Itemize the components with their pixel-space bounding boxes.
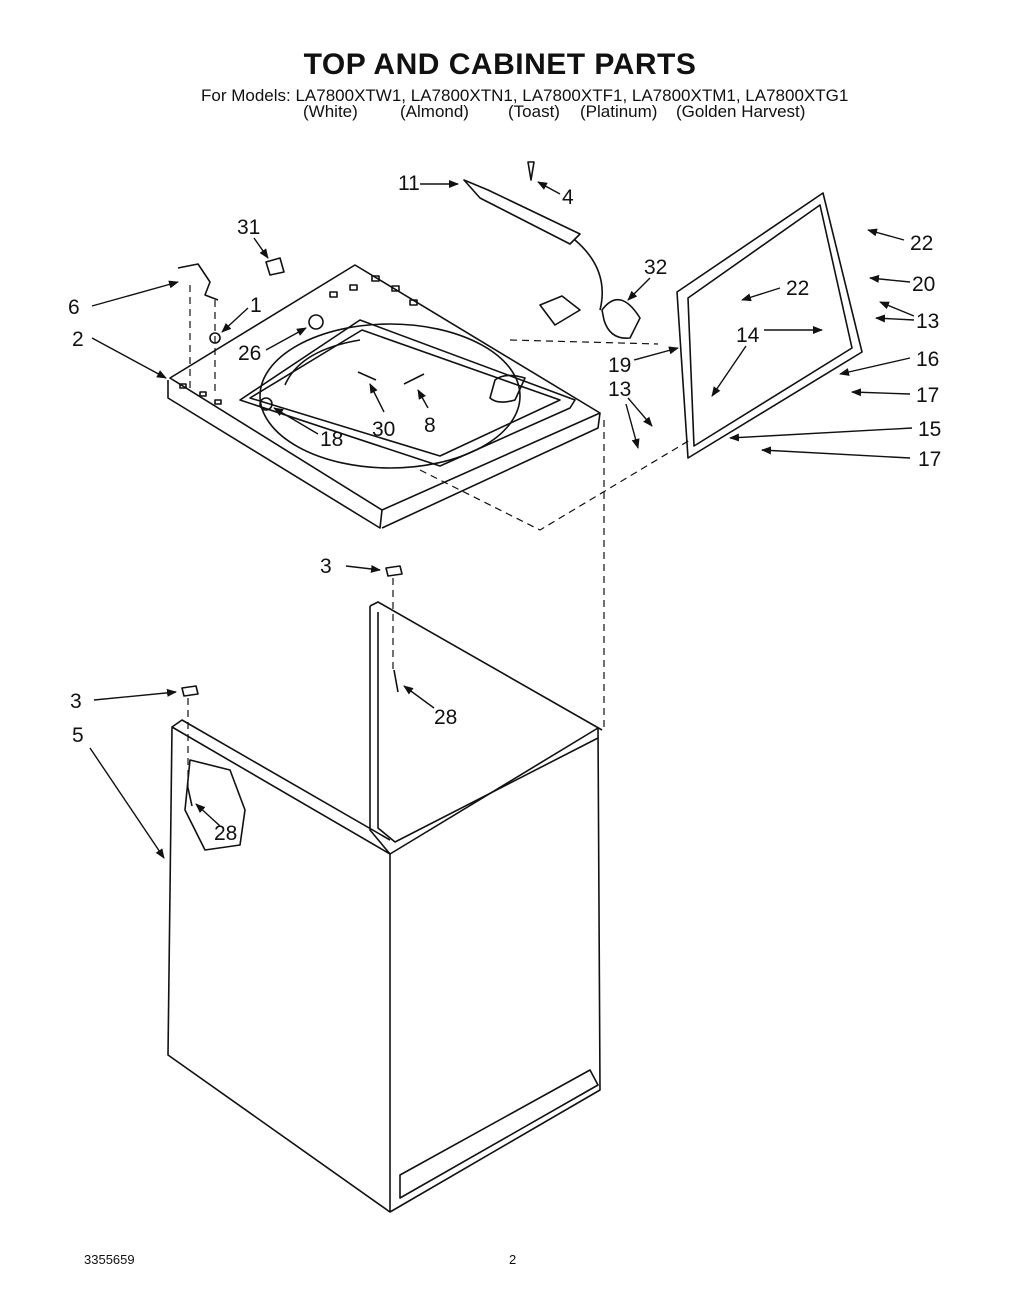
callout-17-b: 17 [918,448,941,471]
arrow-13-left-a [627,397,653,427]
callout-14: 14 [736,324,760,347]
arrow-2 [91,337,167,379]
callout-3-upper: 3 [320,555,332,578]
assembly-line-lid [419,339,691,531]
washer-top-panel [167,264,601,529]
arrow-8 [417,389,429,409]
callout-28-lower: 28 [214,822,237,845]
callout-17-a: 17 [916,384,939,407]
arrow-28-upper [403,685,435,709]
callout-31: 31 [237,216,260,239]
arrow-15 [729,427,913,442]
arrow-4 [537,181,561,195]
callout-28-upper: 28 [434,706,457,729]
models-line: For Models: LA7800XTW1, LA7800XTN1, LA78… [201,86,849,105]
callout-30: 30 [372,418,395,441]
screw-4 [527,161,535,181]
callout-22-mid: 22 [786,277,809,300]
callout-13-right: 13 [916,310,939,333]
callout-15: 15 [918,418,941,441]
screw-28-lower [187,787,193,807]
callout-5: 5 [72,724,84,747]
page-number: 2 [509,1252,517,1267]
arrow-22-top [867,228,905,241]
callout-11: 11 [398,172,420,195]
clip-3-upper [385,565,403,577]
arrow-14-b [711,345,747,397]
arrow-16 [839,357,911,376]
grommet-18 [259,397,273,411]
callout-26: 26 [238,342,261,365]
callout-16: 16 [916,348,939,371]
arrow-3-lower [93,688,177,701]
callout-2: 2 [72,328,84,351]
clip-31 [265,257,285,276]
arrow-20 [869,274,911,283]
arrow-31 [253,237,269,259]
color-platinum: (Platinum) [580,102,658,121]
arrow-13-left-b [625,403,640,449]
callout-1: 1 [250,294,262,317]
arrow-17-a [851,388,911,397]
callout-20: 20 [912,273,935,296]
callout-32: 32 [644,256,667,279]
arrow-18 [273,407,319,435]
arrow-13-right-a [879,301,915,317]
callout-19: 19 [608,354,631,377]
callout-6: 6 [68,296,80,319]
screw-30 [357,371,377,381]
arrow-3-upper [345,564,381,573]
callout-13-left: 13 [608,378,631,401]
arrow-19 [633,346,679,361]
lid-switch-harness [463,179,641,339]
assembly-line-cabinet [187,420,605,790]
arrow-22-mid [741,287,781,302]
clip-3-lower [181,685,199,697]
arrow-17-b [761,446,911,459]
callout-8: 8 [424,414,436,437]
arrow-28-lower [195,803,221,827]
arrow-13-right-b [875,314,915,323]
arrow-26 [265,327,307,351]
page-title: TOP AND CABINET PARTS [303,48,697,81]
plug-26 [308,314,324,330]
screw-8 [403,373,425,385]
callout-18: 18 [320,428,343,451]
color-almond: (Almond) [400,102,469,121]
arrow-6 [91,280,179,307]
arrow-5 [89,747,165,859]
arrow-1 [221,307,249,333]
cabinet [167,601,603,1213]
document-number: 3355659 [84,1252,135,1267]
arrow-30 [369,383,385,413]
hinge-6 [177,263,219,301]
callout-22-top: 22 [910,232,933,255]
color-white: (White) [303,102,358,121]
color-toast: (Toast) [508,102,560,121]
callout-3-lower: 3 [70,690,82,713]
color-golden-harvest: (Golden Harvest) [676,102,806,121]
screw-28-upper [393,669,399,693]
arrow-32 [627,277,651,301]
assembly-line-hinge [189,285,216,392]
callout-4: 4 [562,186,574,209]
washer-lid [676,192,863,459]
